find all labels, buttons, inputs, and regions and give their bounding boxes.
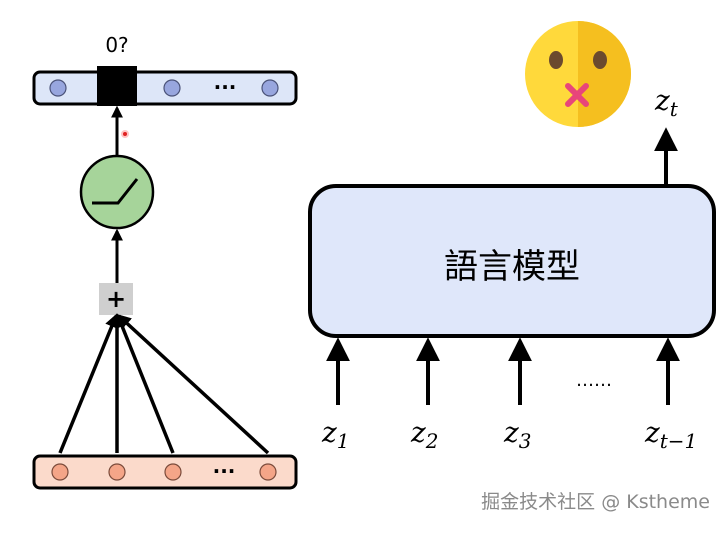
input-node [51, 463, 69, 481]
weighted-connections [58, 313, 270, 455]
sum-node [99, 283, 133, 315]
pointer-dot-core [123, 132, 127, 136]
output-node [49, 79, 67, 97]
sum-symbol: + [106, 285, 126, 313]
input-token-label-2: z2 [410, 416, 439, 453]
language-model-box [308, 184, 716, 338]
top-ellipsis: ··· [214, 75, 237, 99]
bottom-ellipsis: ··· [213, 459, 236, 483]
relu-activation-node [79, 154, 155, 230]
input-token-label-last: zt−1 [644, 416, 697, 453]
shushing-face-icon [525, 21, 631, 127]
input-node [108, 463, 126, 481]
selected-output-node [97, 66, 137, 106]
input-token-label-1: z1 [321, 416, 350, 453]
output-node [261, 79, 279, 97]
input-node [259, 463, 277, 481]
watermark: 掘金技术社区 @ Kstheme [481, 491, 710, 513]
output-node [163, 79, 181, 97]
output-label: 0? [105, 33, 128, 57]
language-model-label: 語言模型 [444, 247, 580, 287]
relu-curve-icon [92, 178, 139, 205]
language-model-diagram: zt 語言模型 …… z1 z2 z3 zt−1 [308, 21, 716, 453]
input-dots: …… [576, 370, 612, 391]
neuron-diagram: 0? ··· + ··· [32, 33, 298, 490]
input-token-label-3: z3 [503, 416, 532, 453]
input-node [164, 463, 182, 481]
output-token-label: zt [654, 84, 679, 121]
